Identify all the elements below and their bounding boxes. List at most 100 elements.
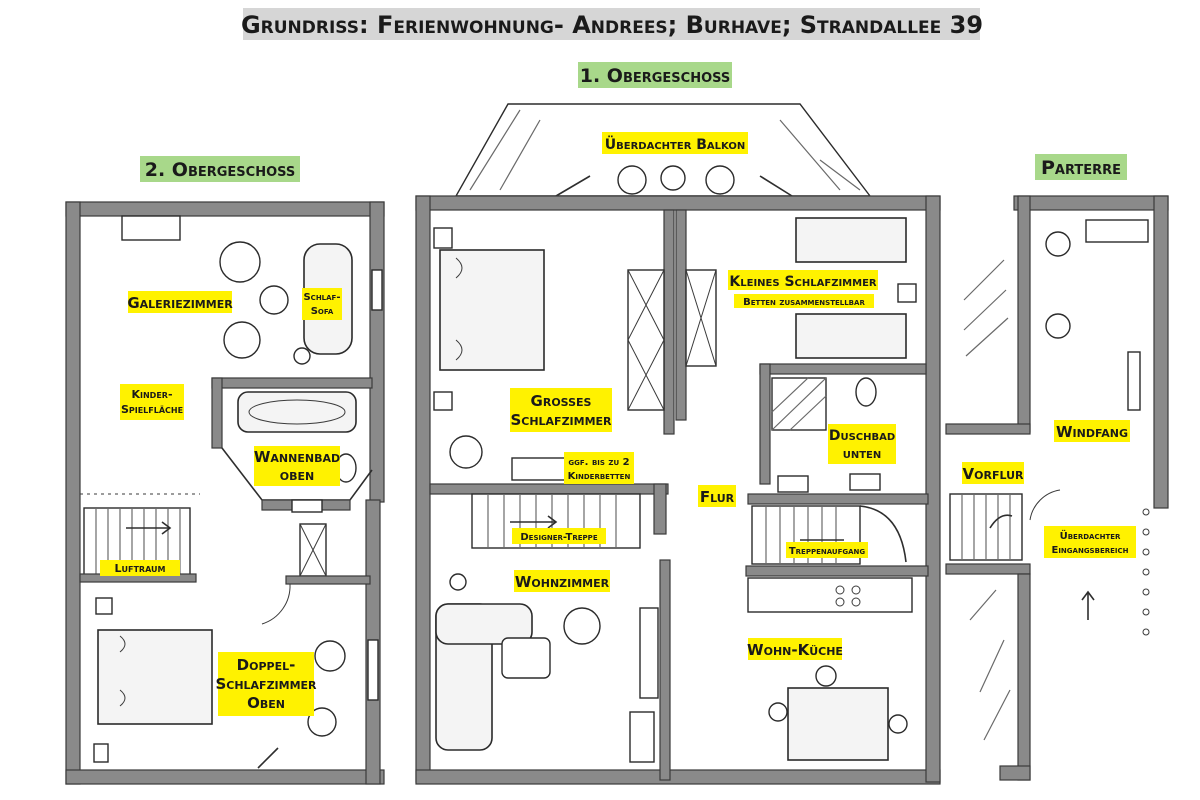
label-text: Treppenaufgang: [789, 546, 866, 557]
floor-second-text: 2. Obergeschoss: [145, 159, 296, 181]
tv-stand: [639, 607, 659, 699]
wall: [211, 377, 223, 449]
label-designer-treppe: Designer-Treppe: [512, 528, 606, 544]
wall: [429, 483, 669, 495]
first-floor-plan: [415, 103, 941, 785]
label-text: Sofa: [311, 306, 334, 317]
shelf: [1127, 351, 1141, 411]
label-text: Luftraum: [115, 562, 166, 575]
wall: [1153, 195, 1169, 509]
child-bed: [511, 457, 567, 481]
chair: [888, 714, 908, 734]
label-treppenaufgang: Treppenaufgang: [786, 542, 868, 558]
label-balkon: Überdachter Balkon: [602, 132, 748, 154]
label-text: Betten zusammenstellbar: [743, 297, 865, 308]
label-text: Schlafzimmer: [215, 675, 317, 693]
armchair: [307, 707, 337, 737]
label-flur: Flur: [698, 485, 736, 507]
wall: [945, 423, 1031, 435]
sideboard: [121, 215, 181, 241]
armchair: [314, 640, 346, 672]
floor-label-second: 2. Obergeschoss: [140, 156, 300, 182]
label-text: Vorflur: [963, 465, 1024, 483]
armchair: [449, 435, 483, 469]
balcony-chair: [617, 165, 647, 195]
wall: [211, 377, 373, 389]
label-text: Wohnzimmer: [515, 573, 610, 591]
label-duschbad: Duschbad unten: [828, 424, 896, 464]
wall: [747, 493, 929, 505]
floor-ground-text: Parterre: [1041, 157, 1121, 179]
wall: [675, 209, 687, 421]
label-text: ggf. bis zu 2: [568, 457, 629, 468]
label-text: Spielfläche: [121, 403, 183, 416]
nightstand: [95, 597, 113, 615]
label-text: Kinder-: [131, 388, 172, 401]
label-wohnzimmer: Wohnzimmer: [514, 570, 610, 592]
label-windfang: Windfang: [1054, 420, 1130, 442]
label-text: Eingangsbereich: [1052, 545, 1129, 556]
label-text: Überdachter Balkon: [605, 135, 745, 153]
wall: [285, 575, 371, 585]
wall: [999, 765, 1031, 781]
table: [259, 285, 289, 315]
bench: [629, 711, 655, 763]
wall: [415, 769, 941, 785]
wall: [745, 565, 929, 577]
label-text: Kleines Schlafzimmer: [729, 274, 876, 290]
label-text: Schlafzimmer: [510, 411, 612, 429]
label-text: Flur: [700, 488, 735, 506]
nightstand: [93, 743, 109, 763]
wall: [369, 201, 385, 503]
double-bed: [439, 249, 545, 371]
wall: [663, 209, 675, 435]
armchair: [223, 321, 261, 359]
chair: [768, 702, 788, 722]
nightstand: [433, 391, 453, 411]
wall: [65, 201, 385, 217]
balcony-table: [660, 165, 686, 191]
label-kinder-spielflaeche: Kinder- Spielfläche: [120, 384, 184, 420]
label-text: Oben: [247, 694, 285, 712]
sink: [849, 473, 881, 491]
page-title: Grundriss: Ferienwohnung- Andrees; Burha…: [241, 11, 983, 39]
wall: [1013, 195, 1169, 211]
coffee-table: [501, 637, 551, 679]
label-text: Wohn-Küche: [747, 641, 843, 659]
label-doppel-schlafzimmer: Doppel- Schlafzimmer Oben: [215, 652, 317, 716]
chair: [815, 665, 837, 687]
label-text: Großes: [531, 392, 592, 410]
label-text: unten: [843, 446, 882, 462]
floor-first-text: 1. Obergeschoss: [580, 65, 731, 87]
label-text: Kinderbetten: [568, 471, 631, 482]
stool: [293, 347, 311, 365]
wall: [945, 563, 1031, 575]
wall: [925, 195, 941, 783]
label-text: Duschbad: [829, 428, 895, 444]
wall: [659, 559, 671, 781]
wardrobe: [627, 269, 665, 411]
kitchen-counter: [747, 577, 913, 613]
label-kleines-schlafzimmer: Kleines Schlafzimmer Betten zusammenstel…: [728, 270, 878, 308]
wall: [415, 195, 431, 783]
wardrobe: [1085, 219, 1149, 243]
title-banner: Grundriss: Ferienwohnung- Andrees; Burha…: [241, 8, 983, 40]
label-text: Überdachter: [1060, 528, 1121, 542]
label-text: Designer-Treppe: [520, 532, 597, 543]
wall: [759, 363, 927, 375]
sink: [291, 499, 323, 513]
toilet: [855, 377, 877, 407]
label-text: Windfang: [1056, 423, 1128, 441]
label-text: Schlaf-: [303, 292, 340, 303]
chair: [1045, 313, 1071, 339]
label-text: Wannenbad: [254, 448, 340, 466]
double-bed: [97, 629, 213, 725]
ground-floor-plan: [945, 195, 1169, 781]
sink: [777, 475, 809, 493]
label-galeriezimmer: Galeriezimmer: [127, 291, 233, 313]
wall: [759, 363, 771, 485]
wall: [65, 201, 81, 785]
single-bed: [795, 313, 907, 359]
label-kinderbetten: ggf. bis zu 2 Kinderbetten: [564, 452, 634, 484]
